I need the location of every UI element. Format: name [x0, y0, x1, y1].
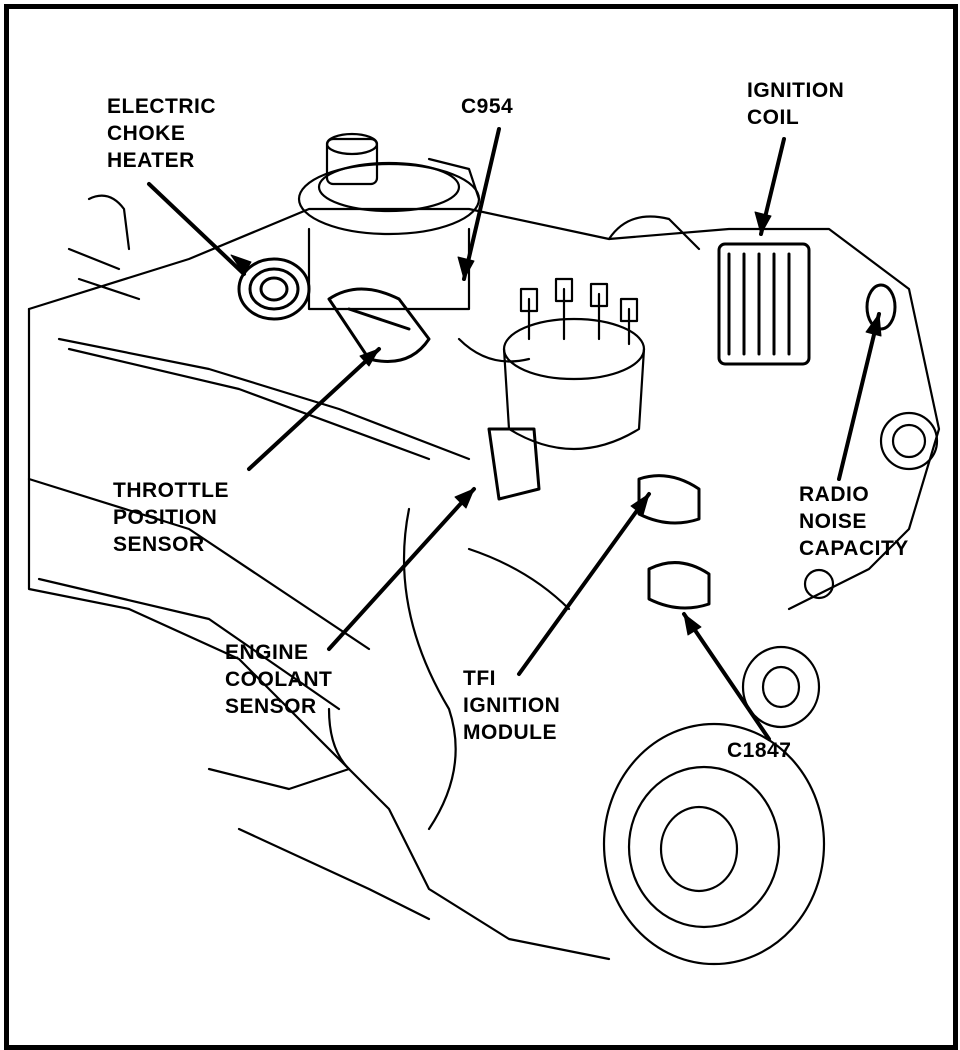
- throttle-sensor: [327, 287, 431, 363]
- pointer-lines: [147, 127, 881, 741]
- ignition-coil: [717, 242, 811, 366]
- tfi-module: [637, 474, 711, 610]
- radio-capacitor: [865, 283, 897, 331]
- label-tfi-ignition-module: TFI IGNITION MODULE: [463, 667, 561, 744]
- label-throttle-position-sensor: THROTTLE POSITION SENSOR: [113, 479, 229, 556]
- arrow-heads: [230, 211, 882, 636]
- pulley: [803, 411, 939, 600]
- distributor: [502, 277, 646, 450]
- label-c954: C954: [461, 95, 514, 118]
- label-c1847: C1847: [727, 739, 792, 762]
- carburetor: [297, 132, 481, 311]
- label-radio-noise-capacity: RADIO NOISE CAPACITY: [799, 483, 909, 560]
- diagram-frame: ELECTRIC CHOKE HEATER C954 IGNITION COIL…: [4, 4, 958, 1050]
- flywheel: [602, 645, 826, 966]
- choke-heater: [237, 257, 311, 321]
- label-electric-choke-heater: ELECTRIC CHOKE HEATER: [107, 95, 216, 172]
- coolant-sensor: [487, 427, 541, 501]
- engine-illustration: [27, 127, 941, 966]
- label-engine-coolant-sensor: ENGINE COOLANT SENSOR: [225, 641, 333, 718]
- label-ignition-coil: IGNITION COIL: [747, 79, 845, 129]
- engine-block: [27, 207, 941, 961]
